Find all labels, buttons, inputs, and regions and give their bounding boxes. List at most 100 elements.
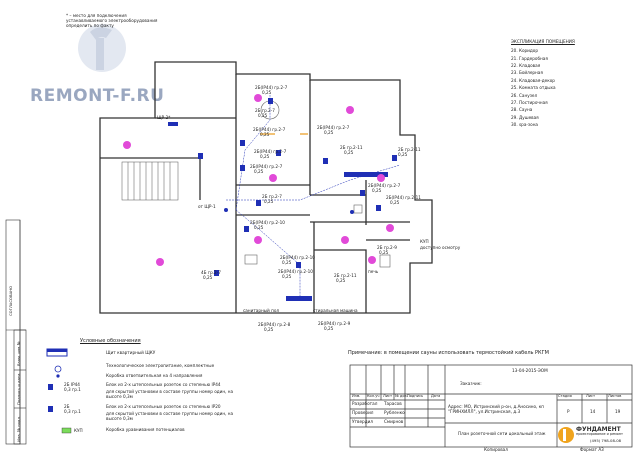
circuit-label: 2Б(IP44) гр.2-7 — [255, 85, 288, 90]
sheet-label: Лист — [586, 394, 596, 398]
circuit-value: 0,25 — [336, 278, 346, 283]
socket-icon — [376, 205, 381, 211]
circuit-value: 0,25 — [324, 130, 334, 135]
legend-item-panel: Щит квартирный ЩКУ — [106, 350, 156, 355]
socket-icon — [198, 153, 203, 159]
circuit-label: 2Б гр.2-11 — [398, 147, 421, 152]
side-stamp-title: СОГЛАСОВАНО — [8, 285, 13, 316]
legend-item-socket-ip20-desc: для скрытой установки в составе группы н… — [106, 411, 234, 421]
title-block-frame — [349, 364, 633, 448]
socket-icon — [268, 98, 273, 104]
socket-icon — [276, 150, 281, 156]
room-legend-item: 25. Комната отдыха — [511, 85, 556, 91]
copied-label: Копировал — [484, 447, 508, 452]
circuit-label: 2Б гр.2-7 — [262, 194, 282, 199]
legend-tag: 2Б — [64, 404, 70, 409]
circuit-label: 2Б(IP44) гр.2-8 — [258, 322, 291, 327]
sauna-label: печь — [368, 269, 379, 274]
stage-label: Стадия — [558, 394, 572, 398]
stamp-role: Проверил — [352, 410, 374, 415]
side-stamp-cell: Подпись и дата — [16, 373, 21, 405]
circuit-label: 2Б гр.2-9 — [377, 245, 397, 250]
floor-label-1: санитарный пол — [243, 308, 280, 313]
circuit-value: 0,25 — [260, 154, 270, 159]
circuit-value: 0,25 — [344, 150, 354, 155]
circuit-label: 4Б гр.2-7 — [201, 270, 221, 275]
socket-icon — [360, 190, 365, 196]
socket-strip-icon — [286, 296, 312, 301]
room-legend-item: 29. Душевая — [511, 114, 539, 120]
sheet-title: План розеточной сети цокольный этаж — [458, 431, 546, 436]
tech-power-legend-icon — [54, 365, 62, 373]
socket-icon — [392, 155, 397, 161]
kup-label: КУП — [420, 239, 429, 244]
watermark-logo — [78, 24, 126, 72]
circuit-value: 0,25 — [254, 225, 264, 230]
stamp-col: Дата — [431, 394, 441, 398]
circuit-label: 2Б(IP44) гр.2-9 — [318, 321, 351, 326]
circuit-label: 2Б(IP44) гр.2-7 — [253, 127, 286, 132]
room-legend-item: 30. spa-зона — [511, 122, 538, 128]
socket-ip20-legend-icon — [48, 406, 53, 412]
legend-tag: 2Б IP44 — [64, 382, 80, 387]
socket-icon — [214, 270, 219, 276]
circuit-value: 0,25 — [398, 152, 408, 157]
address: Адрес: МО, Истринский р-он, д.Аносино, к… — [448, 404, 544, 414]
top-note-line2: устанавливаемого электрооборудования — [66, 18, 158, 23]
ot-shr-label: от ЩР-1 — [198, 204, 216, 209]
room-legend-item: 24. Кладовая-декор — [511, 77, 555, 83]
socket-icon — [296, 262, 301, 268]
doc-code: 13-04-2015-ЭОМ — [512, 368, 548, 373]
junction-points — [224, 208, 354, 214]
circuit-value: 0,25 — [324, 326, 334, 331]
room-legend-title: ЭКСПЛИКАЦИЯ ПОМЕЩЕНИЯ — [511, 39, 575, 44]
stamp-col: № док. — [395, 394, 408, 398]
circuit-value: 0,25 — [254, 169, 264, 174]
stamp-name: Рубленко — [384, 410, 405, 415]
company-name: ФУНДАМЕНТ — [576, 426, 621, 433]
circuit-value: 0,25 — [262, 90, 272, 95]
circuit-label: 2Б(IP44) гр.2-7 — [368, 183, 401, 188]
room-markers — [123, 94, 394, 266]
legend-tag: 0,3 гр.1 — [64, 387, 81, 392]
company-sub: проектирование и ремонт — [576, 432, 623, 436]
kup-note: доступно осмотру — [420, 245, 461, 250]
circuit-value: 0,25 — [203, 275, 213, 280]
room-legend-item: 26. Санузел — [511, 92, 538, 98]
sheet-value: 14 — [590, 409, 596, 414]
legend-item-socket-ip20: Блок из 2-х штепсельных розеток со степе… — [106, 404, 221, 409]
circuit-value: 0,25 — [258, 113, 268, 118]
outer-wall — [99, 61, 433, 314]
side-stamp-cell: Инв. № подл. — [16, 415, 21, 442]
stamp-col: Подпись — [407, 394, 424, 398]
circuit-label: 2Б гр.2-7 — [255, 108, 275, 113]
room-legend-item: 23. Бойлерная — [511, 70, 543, 76]
circuit-value: 0,25 — [264, 199, 274, 204]
wall-segment — [314, 249, 367, 313]
kup-legend-icon — [61, 427, 72, 434]
watermark-text: REMONT-F.RU — [30, 86, 165, 106]
circuit-label: 2Б(IP44) гр.2-11 — [386, 195, 421, 200]
stamp-role: Разработал — [352, 401, 378, 406]
socket-ip44-legend-icon — [48, 384, 53, 390]
sheets-label: Листов — [608, 394, 622, 398]
legend-item-tech: Технологическое электропитание, комплект… — [106, 363, 215, 368]
circuit-label: 2Б(IP44) гр.2-7 — [317, 125, 350, 130]
junction-box-legend-icon — [56, 374, 60, 378]
room-legend-item: 28. Сауна — [511, 107, 533, 113]
socket-strip-icon — [344, 172, 388, 177]
legend-item-socket-ip44-desc: для скрытой установки в составе группы н… — [106, 389, 234, 399]
circuit-value: 0,25 — [372, 188, 382, 193]
stamp-role: Утвердил — [352, 419, 373, 424]
room-legend-item: 27. Постирочная — [511, 99, 548, 105]
legend-item-kup: Коробка уравнивания потенциалов — [106, 427, 185, 432]
legend-title: Условные обозначения — [80, 338, 141, 344]
customer-label: Заказчик: — [460, 381, 482, 386]
circuit-value: 0,25 — [260, 132, 270, 137]
room-legend-item: 22. Кладовая — [511, 62, 541, 68]
circuit-label: 2Б(IP44) гр.2-7 — [254, 149, 287, 154]
circuit-label: 2Б(IP44) гр.2-10 — [280, 255, 315, 260]
socket-icon — [240, 165, 245, 171]
stamp-name: Тарасов — [384, 401, 402, 406]
